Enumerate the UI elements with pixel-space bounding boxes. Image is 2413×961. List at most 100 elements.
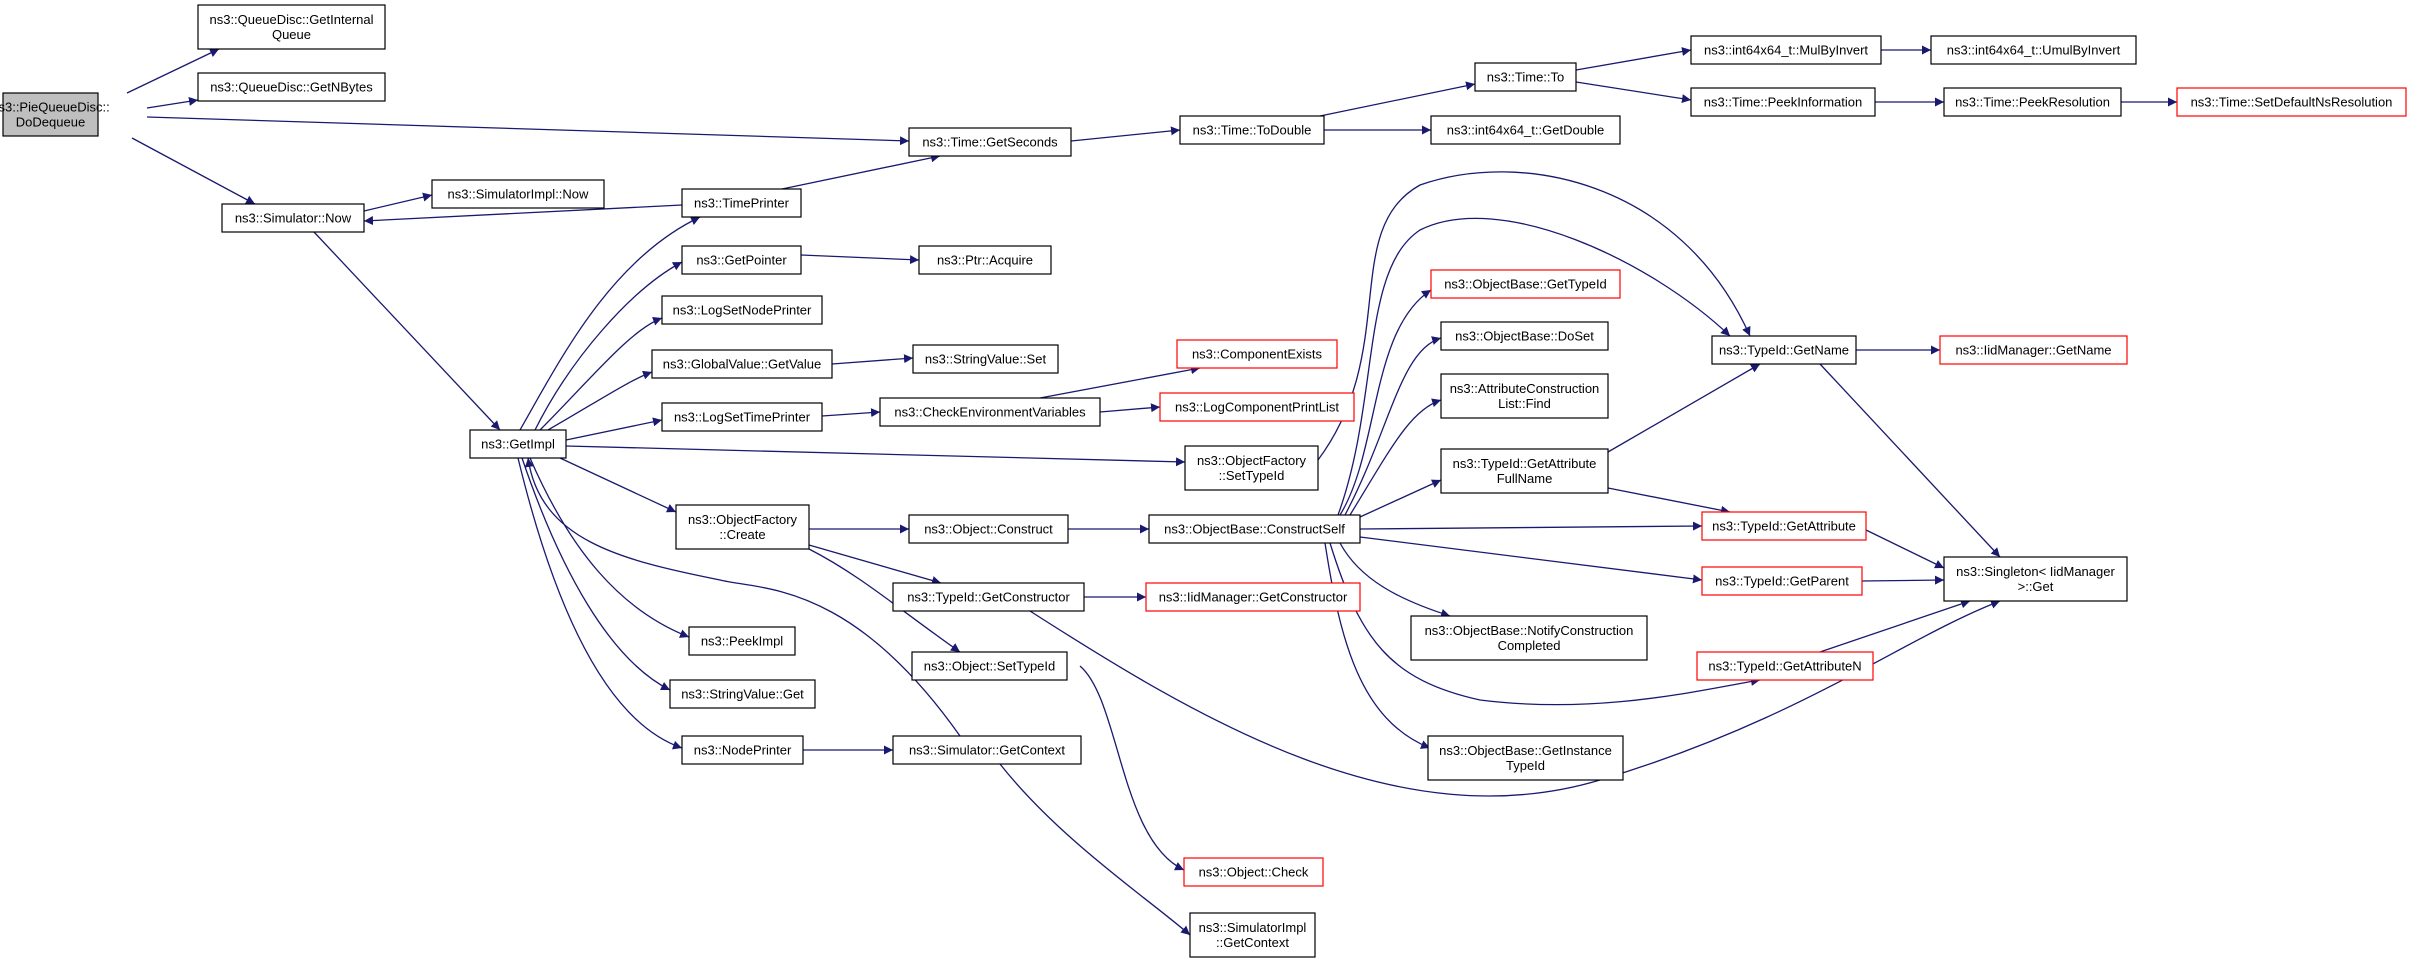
node-timeSetDefaultNsResolution[interactable]: ns3::Time::SetDefaultNsResolution	[2176, 87, 2407, 117]
node-box[interactable]	[221, 203, 365, 233]
node-box[interactable]	[912, 344, 1059, 374]
node-box[interactable]	[1474, 62, 1577, 92]
node-timePeekResolution[interactable]: ns3::Time::PeekResolution	[1943, 87, 2122, 117]
node-stringValueGet[interactable]: ns3::StringValue::Get	[669, 679, 816, 709]
node-box[interactable]	[669, 679, 816, 709]
node-stringValueSet[interactable]: ns3::StringValue::Set	[912, 344, 1059, 374]
node-simGetContext[interactable]: ns3::Simulator::GetContext	[892, 735, 1082, 765]
node-simImplNow[interactable]: ns3::SimulatorImpl::Now	[431, 179, 605, 209]
node-timeGetSeconds[interactable]: ns3::Time::GetSeconds	[908, 127, 1072, 157]
node-checkEnvVars[interactable]: ns3::CheckEnvironmentVariables	[879, 397, 1101, 427]
node-objBaseNotifyConstructionCompleted[interactable]: ns3::ObjectBase::NotifyConstructionCompl…	[1410, 615, 1648, 661]
node-box[interactable]	[879, 397, 1101, 427]
node-typeIdGetAttributeN[interactable]: ns3::TypeId::GetAttributeN	[1696, 651, 1874, 681]
node-box[interactable]	[688, 626, 796, 656]
node-box[interactable]	[469, 429, 567, 459]
node-box[interactable]	[681, 735, 804, 765]
node-getPointer[interactable]: ns3::GetPointer	[681, 245, 802, 275]
node-iidMgrGetConstructor[interactable]: ns3::IidManager::GetConstructor	[1145, 582, 1361, 612]
node-box[interactable]	[1430, 269, 1621, 299]
node-logComponentPrintList[interactable]: ns3::LogComponentPrintList	[1159, 392, 1355, 422]
node-iidMgrGetName[interactable]: ns3::IidManager::GetName	[1939, 335, 2128, 365]
node-int64MulByInvert[interactable]: ns3::int64x64_t::MulByInvert	[1690, 35, 1882, 65]
node-simNow[interactable]: ns3::Simulator::Now	[221, 203, 365, 233]
node-box[interactable]	[681, 188, 802, 218]
node-typeIdGetAttribute[interactable]: ns3::TypeId::GetAttribute	[1701, 511, 1867, 541]
node-typeIdGetName[interactable]: ns3::TypeId::GetName	[1711, 335, 1857, 365]
node-objectCheck[interactable]: ns3::Object::Check	[1183, 857, 1324, 887]
node-box[interactable]	[1939, 335, 2128, 365]
node-box[interactable]	[908, 127, 1072, 157]
node-box[interactable]	[918, 245, 1052, 275]
node-typeIdGetParent[interactable]: ns3::TypeId::GetParent	[1701, 566, 1863, 596]
node-box[interactable]	[1440, 321, 1609, 351]
node-box[interactable]	[1179, 115, 1325, 145]
node-box[interactable]	[2, 92, 99, 137]
node-box[interactable]	[892, 735, 1082, 765]
node-box[interactable]	[1701, 511, 1867, 541]
node-box[interactable]	[651, 349, 833, 379]
node-getNBytes[interactable]: ns3::QueueDisc::GetNBytes	[197, 72, 386, 102]
node-box[interactable]	[681, 245, 802, 275]
node-nodePrinter[interactable]: ns3::NodePrinter	[681, 735, 804, 765]
node-box[interactable]	[1430, 115, 1621, 145]
node-box[interactable]	[1690, 35, 1882, 65]
node-box[interactable]	[1148, 514, 1361, 544]
node-box[interactable]	[431, 179, 605, 209]
node-box[interactable]	[1690, 87, 1876, 117]
node-box[interactable]	[1930, 35, 2137, 65]
node-box[interactable]	[661, 402, 823, 432]
node-box[interactable]	[1943, 87, 2122, 117]
node-singletonGet[interactable]: ns3::Singleton< IidManager>::Get	[1943, 556, 2128, 602]
node-objFactoryCreate[interactable]: ns3::ObjectFactory::Create	[675, 504, 810, 550]
node-box[interactable]	[1696, 651, 1874, 681]
node-box[interactable]	[675, 504, 810, 550]
node-box[interactable]	[1701, 566, 1863, 596]
node-int64UmulByInvert[interactable]: ns3::int64x64_t::UmulByInvert	[1930, 35, 2137, 65]
node-timePeekInformation[interactable]: ns3::Time::PeekInformation	[1690, 87, 1876, 117]
node-box[interactable]	[1440, 373, 1609, 419]
node-box[interactable]	[197, 4, 386, 50]
node-timeToDouble[interactable]: ns3::Time::ToDouble	[1179, 115, 1325, 145]
node-box[interactable]	[1184, 445, 1319, 491]
node-box[interactable]	[1183, 857, 1324, 887]
node-box[interactable]	[661, 295, 823, 325]
node-logSetTimePrinter[interactable]: ns3::LogSetTimePrinter	[661, 402, 823, 432]
node-box[interactable]	[1176, 339, 1338, 369]
node-box[interactable]	[1943, 556, 2128, 602]
node-objectConstruct[interactable]: ns3::Object::Construct	[908, 514, 1069, 544]
node-peekImpl[interactable]: ns3::PeekImpl	[688, 626, 796, 656]
node-componentExists[interactable]: ns3::ComponentExists	[1176, 339, 1338, 369]
node-box[interactable]	[1189, 912, 1316, 958]
node-simImplGetContext[interactable]: ns3::SimulatorImpl::GetContext	[1189, 912, 1316, 958]
node-timeTo[interactable]: ns3::Time::To	[1474, 62, 1577, 92]
node-objBaseConstructSelf[interactable]: ns3::ObjectBase::ConstructSelf	[1148, 514, 1361, 544]
node-box[interactable]	[197, 72, 386, 102]
node-timePrinter[interactable]: ns3::TimePrinter	[681, 188, 802, 218]
node-root[interactable]: ns3::PieQueueDisc::DoDequeue	[0, 92, 110, 137]
node-box[interactable]	[908, 514, 1069, 544]
node-box[interactable]	[1427, 735, 1624, 781]
node-objFactorySetTypeId[interactable]: ns3::ObjectFactory::SetTypeId	[1184, 445, 1319, 491]
node-box[interactable]	[892, 582, 1085, 612]
node-typeIdGetConstructor[interactable]: ns3::TypeId::GetConstructor	[892, 582, 1085, 612]
node-globalValueGetValue[interactable]: ns3::GlobalValue::GetValue	[651, 349, 833, 379]
node-box[interactable]	[911, 651, 1068, 681]
node-objBaseDoSet[interactable]: ns3::ObjectBase::DoSet	[1440, 321, 1609, 351]
node-objBaseGetTypeId[interactable]: ns3::ObjectBase::GetTypeId	[1430, 269, 1621, 299]
node-int64GetDouble[interactable]: ns3::int64x64_t::GetDouble	[1430, 115, 1621, 145]
node-box[interactable]	[1145, 582, 1361, 612]
node-box[interactable]	[1440, 448, 1609, 494]
node-box[interactable]	[1159, 392, 1355, 422]
node-logSetNodePrinter[interactable]: ns3::LogSetNodePrinter	[661, 295, 823, 325]
node-box[interactable]	[2176, 87, 2407, 117]
node-box[interactable]	[1410, 615, 1648, 661]
node-ptrAcquire[interactable]: ns3::Ptr::Acquire	[918, 245, 1052, 275]
node-getImpl[interactable]: ns3::GetImpl	[469, 429, 567, 459]
node-objectSetTypeId[interactable]: ns3::Object::SetTypeId	[911, 651, 1068, 681]
node-box[interactable]	[1711, 335, 1857, 365]
